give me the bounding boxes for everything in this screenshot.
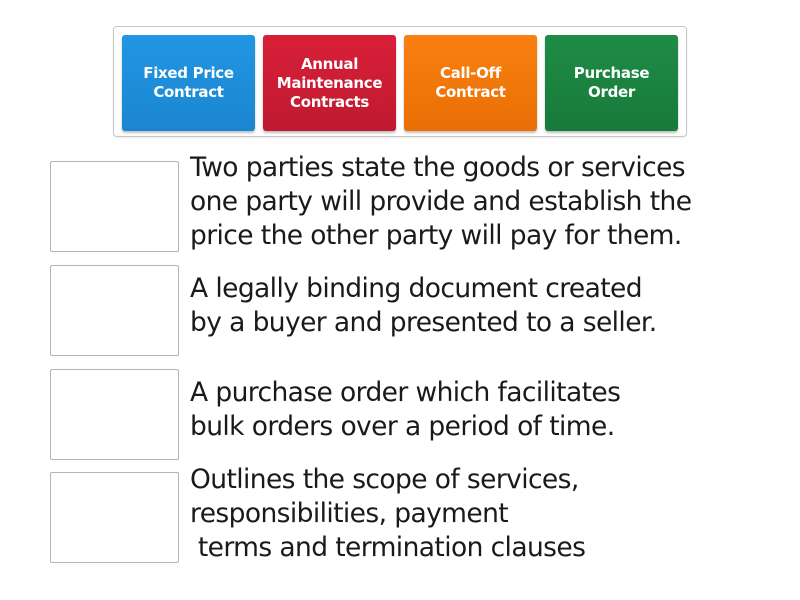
description-3: A purchase order which facilitates bulk …	[190, 377, 621, 442]
tile-call-off-contract[interactable]: Call-Off Contract	[404, 35, 537, 131]
description-4: Outlines the scope of services, responsi…	[190, 464, 586, 563]
tile-fixed-price-contract[interactable]: Fixed Price Contract	[122, 35, 255, 131]
drop-zone-1[interactable]	[50, 161, 179, 252]
tile-purchase-order[interactable]: Purchase Order	[545, 35, 678, 131]
drop-zone-4[interactable]	[50, 472, 179, 563]
drop-zone-2[interactable]	[50, 265, 179, 356]
description-2: A legally binding document created by a …	[190, 273, 657, 338]
answer-tile-tray: Fixed Price Contract Annual Maintenance …	[113, 26, 687, 137]
description-1: Two parties state the goods or services …	[190, 152, 692, 251]
drop-zone-3[interactable]	[50, 369, 179, 460]
tile-annual-maintenance-contracts[interactable]: Annual Maintenance Contracts	[263, 35, 396, 131]
